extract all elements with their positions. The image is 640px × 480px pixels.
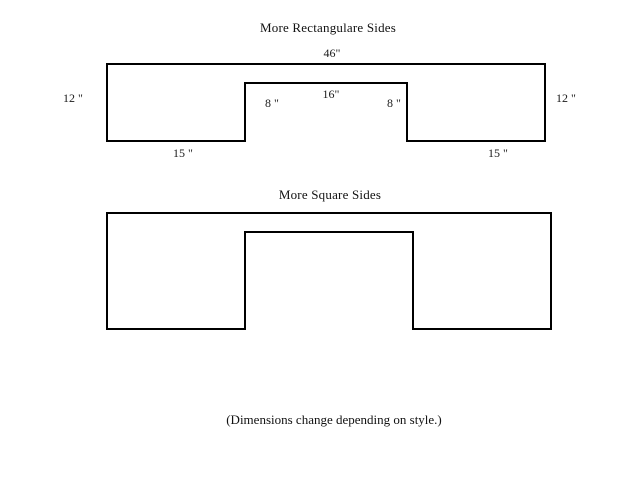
footnote-text: (Dimensions change depending on style.) (226, 412, 442, 427)
figure-title-rectangular: More Rectangulare Sides (259, 20, 397, 35)
dimension-top-overall-rectangular: 46" (323, 46, 341, 60)
dimension-right-height-rectangular: 12 " (556, 91, 576, 105)
dimension-notch-right-height-rectangular: 8 " (387, 96, 401, 110)
dimension-bottom-left-width-rectangular: 15 " (173, 146, 193, 160)
shape-outline-square (106, 212, 552, 330)
dimension-left-height-rectangular: 12 " (63, 91, 83, 105)
dimension-notch-width-rectangular: 16" (322, 87, 340, 101)
dimension-bottom-right-width-rectangular: 15 " (488, 146, 508, 160)
dimension-notch-left-height-rectangular: 8 " (265, 96, 279, 110)
shape-outline-rectangular (106, 63, 546, 142)
figure-title-square: More Square Sides (278, 187, 382, 202)
